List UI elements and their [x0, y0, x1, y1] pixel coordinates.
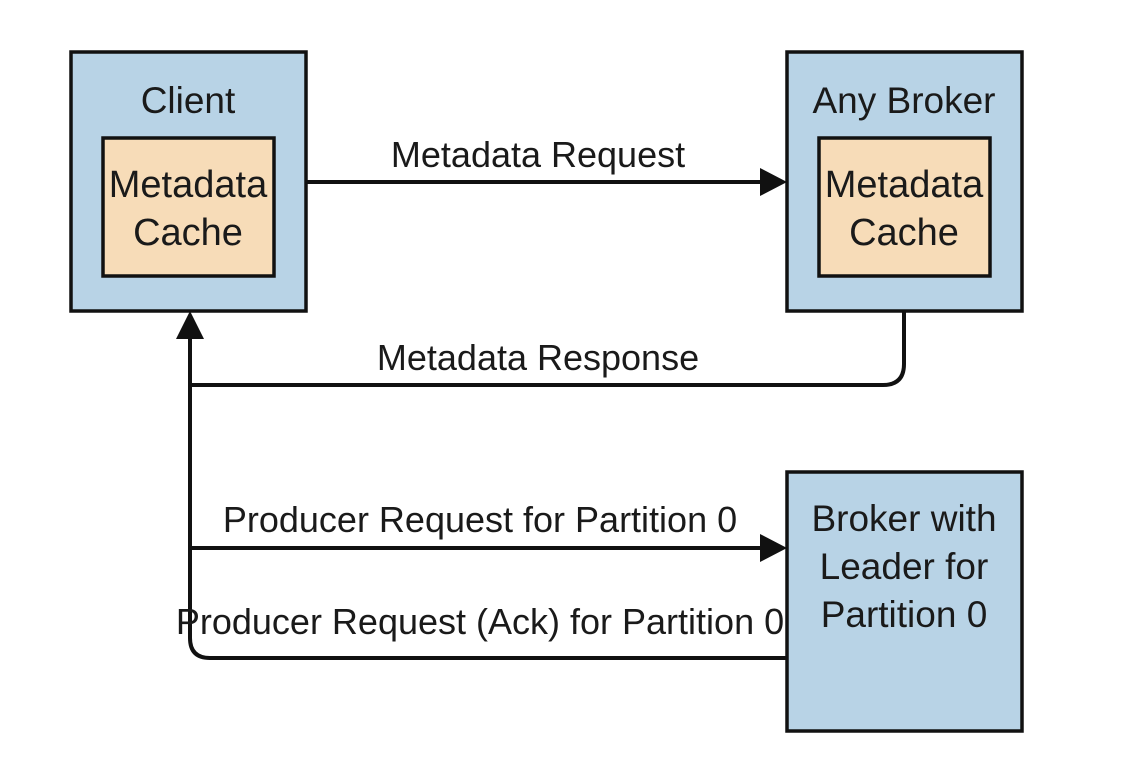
- leader-broker-label-line2: Leader for: [820, 546, 989, 587]
- leader-broker-node: Broker with Leader for Partition 0: [785, 470, 1024, 733]
- client-return-line: [188, 338, 787, 660]
- leader-broker-box: [785, 470, 1024, 733]
- any-broker-node: Any Broker Metadata Cache: [785, 50, 1024, 313]
- producer-ack-label: Producer Request (Ack) for Partition 0: [176, 601, 784, 642]
- metadata-request-edge: Metadata Request: [306, 134, 787, 196]
- client-return-edge: [176, 311, 787, 660]
- client-node: Client Metadata Cache: [69, 50, 308, 313]
- client-return-arrowhead: [176, 311, 204, 339]
- any-broker-cache-box: [817, 136, 992, 278]
- any-broker-cache-label-line2: Cache: [849, 212, 959, 254]
- client-cache-label-line2: Cache: [133, 212, 243, 254]
- metadata-response-label: Metadata Response: [377, 337, 699, 378]
- producer-request-label: Producer Request for Partition 0: [223, 499, 737, 540]
- metadata-request-arrowhead: [760, 168, 787, 196]
- metadata-response-line: [190, 311, 906, 387]
- any-broker-cache-label-line1: Metadata: [825, 164, 984, 206]
- leader-broker-label-line3: Partition 0: [821, 594, 988, 635]
- client-cache-box: [101, 136, 276, 278]
- client-metadata-cache: Metadata Cache: [101, 136, 276, 278]
- client-cache-label-line1: Metadata: [109, 164, 268, 206]
- producer-request-edge: Producer Request for Partition 0: [190, 499, 787, 562]
- leader-broker-label-line1: Broker with: [811, 498, 996, 539]
- metadata-request-label: Metadata Request: [391, 134, 685, 175]
- any-broker-title: Any Broker: [812, 80, 995, 121]
- producer-request-arrowhead: [760, 534, 787, 562]
- client-title: Client: [141, 80, 236, 121]
- metadata-response-edge: Metadata Response: [190, 311, 906, 387]
- any-broker-metadata-cache: Metadata Cache: [817, 136, 992, 278]
